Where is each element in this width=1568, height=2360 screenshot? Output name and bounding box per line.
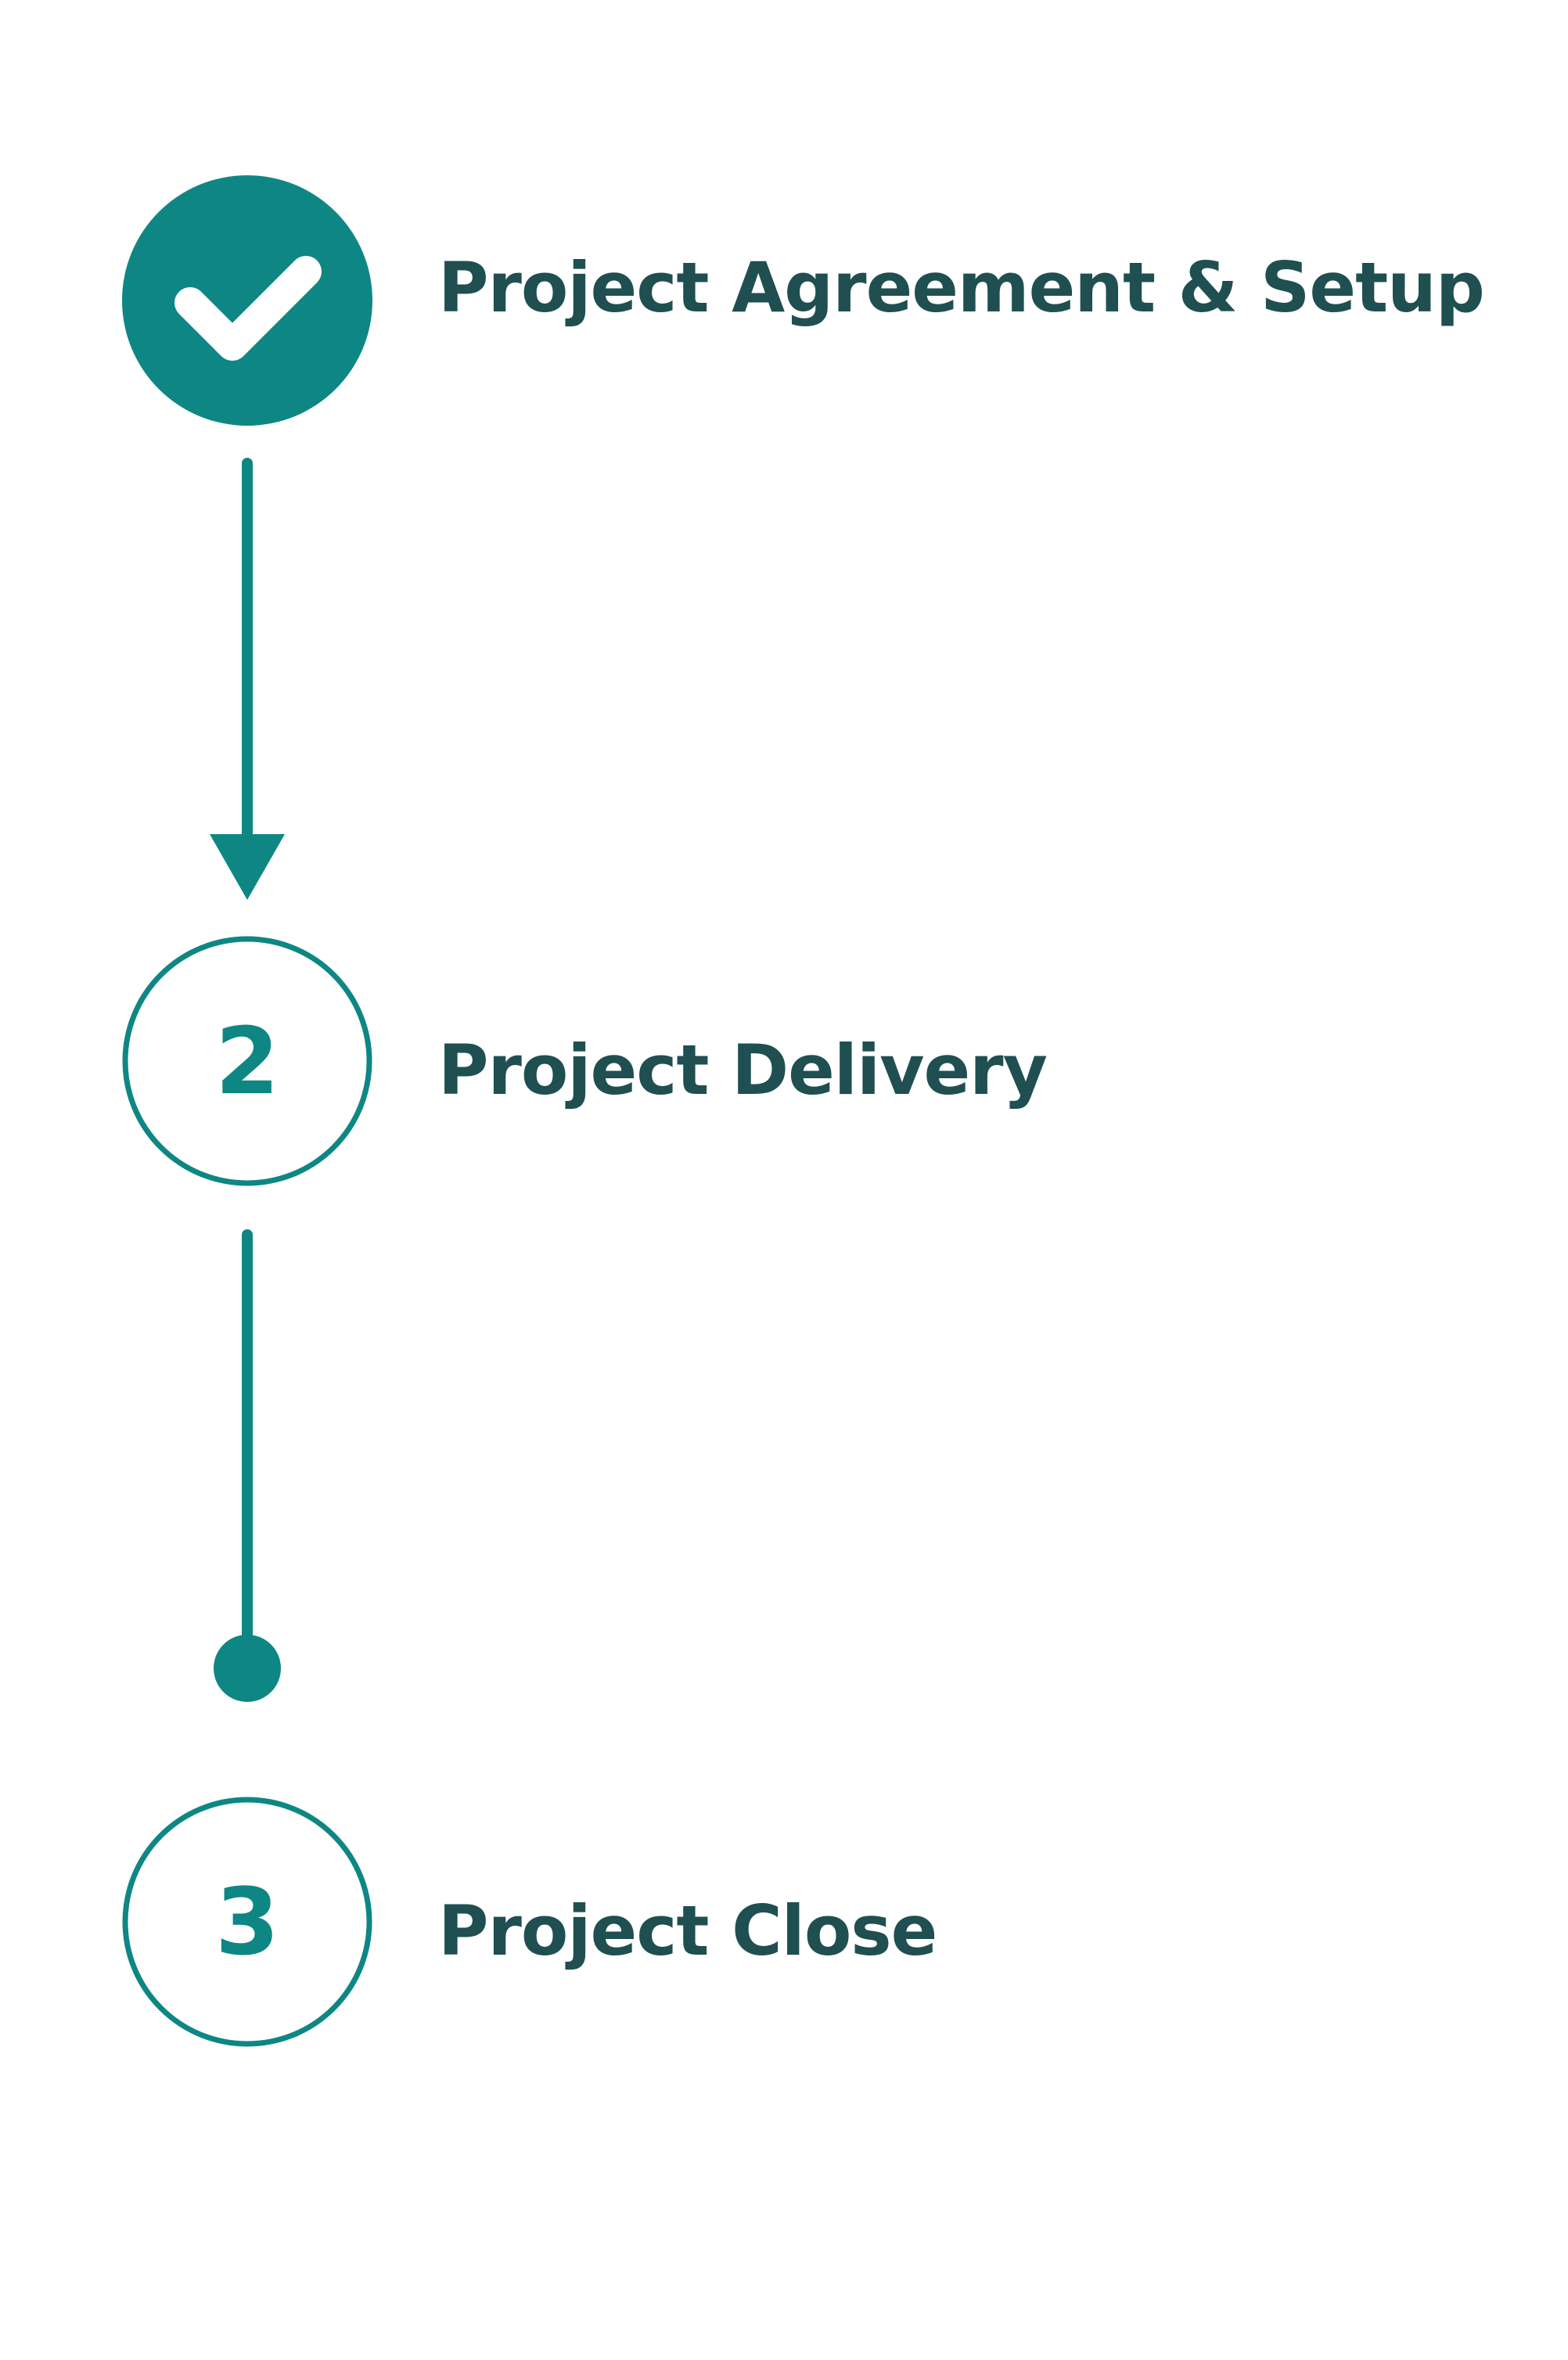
step-3-circle	[122, 1797, 372, 2047]
step-1-completed-circle	[122, 175, 372, 426]
dot-icon	[214, 1635, 281, 1702]
step-3-number: 3	[215, 1868, 279, 1976]
arrow-down-icon	[210, 834, 285, 900]
step-1[interactable]	[122, 175, 372, 426]
step-2-title[interactable]: Project Delivery	[438, 1030, 1048, 1110]
step-2-number: 2	[215, 1007, 279, 1115]
connector-1-2	[210, 458, 285, 900]
check-icon	[174, 256, 322, 361]
step-2-circle	[122, 936, 372, 1186]
step-1-title[interactable]: Project Agreement & Setup	[438, 247, 1485, 328]
step-2[interactable]: 2	[122, 936, 372, 1186]
step-3-title[interactable]: Project Close	[438, 1891, 937, 1971]
connector-2-3	[214, 1229, 281, 1702]
step-3[interactable]: 3	[122, 1797, 372, 2047]
